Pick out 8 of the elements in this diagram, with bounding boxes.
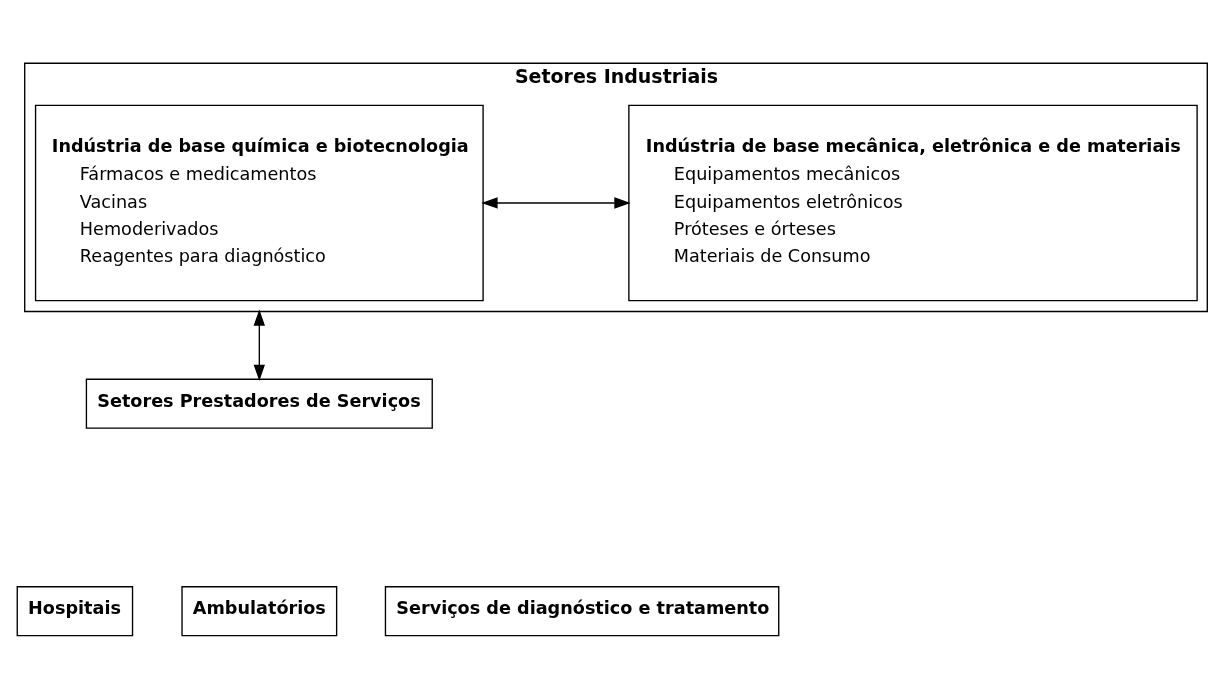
node-box: Setores Prestadores de Serviços: [85, 378, 433, 429]
node-box: Hospitais: [16, 585, 134, 636]
arrow: [481, 196, 631, 209]
node-box: Indústria de base mecânica, eletrônica e de materiais Equipamentos mecânicos Equipamentos eletrônicos Próteses e órteses Materiais de Consumo: [628, 104, 1198, 301]
node-box: Ambulatórios: [181, 585, 338, 636]
arrow: [253, 308, 266, 381]
node-box: Indústria de base química e biotecnologia Fármacos e medicamentos Vacinas Hemoderivados Reagentes para diagnóstico: [34, 104, 484, 301]
node-box: Serviços de diagnóstico e tratamento: [384, 585, 780, 636]
